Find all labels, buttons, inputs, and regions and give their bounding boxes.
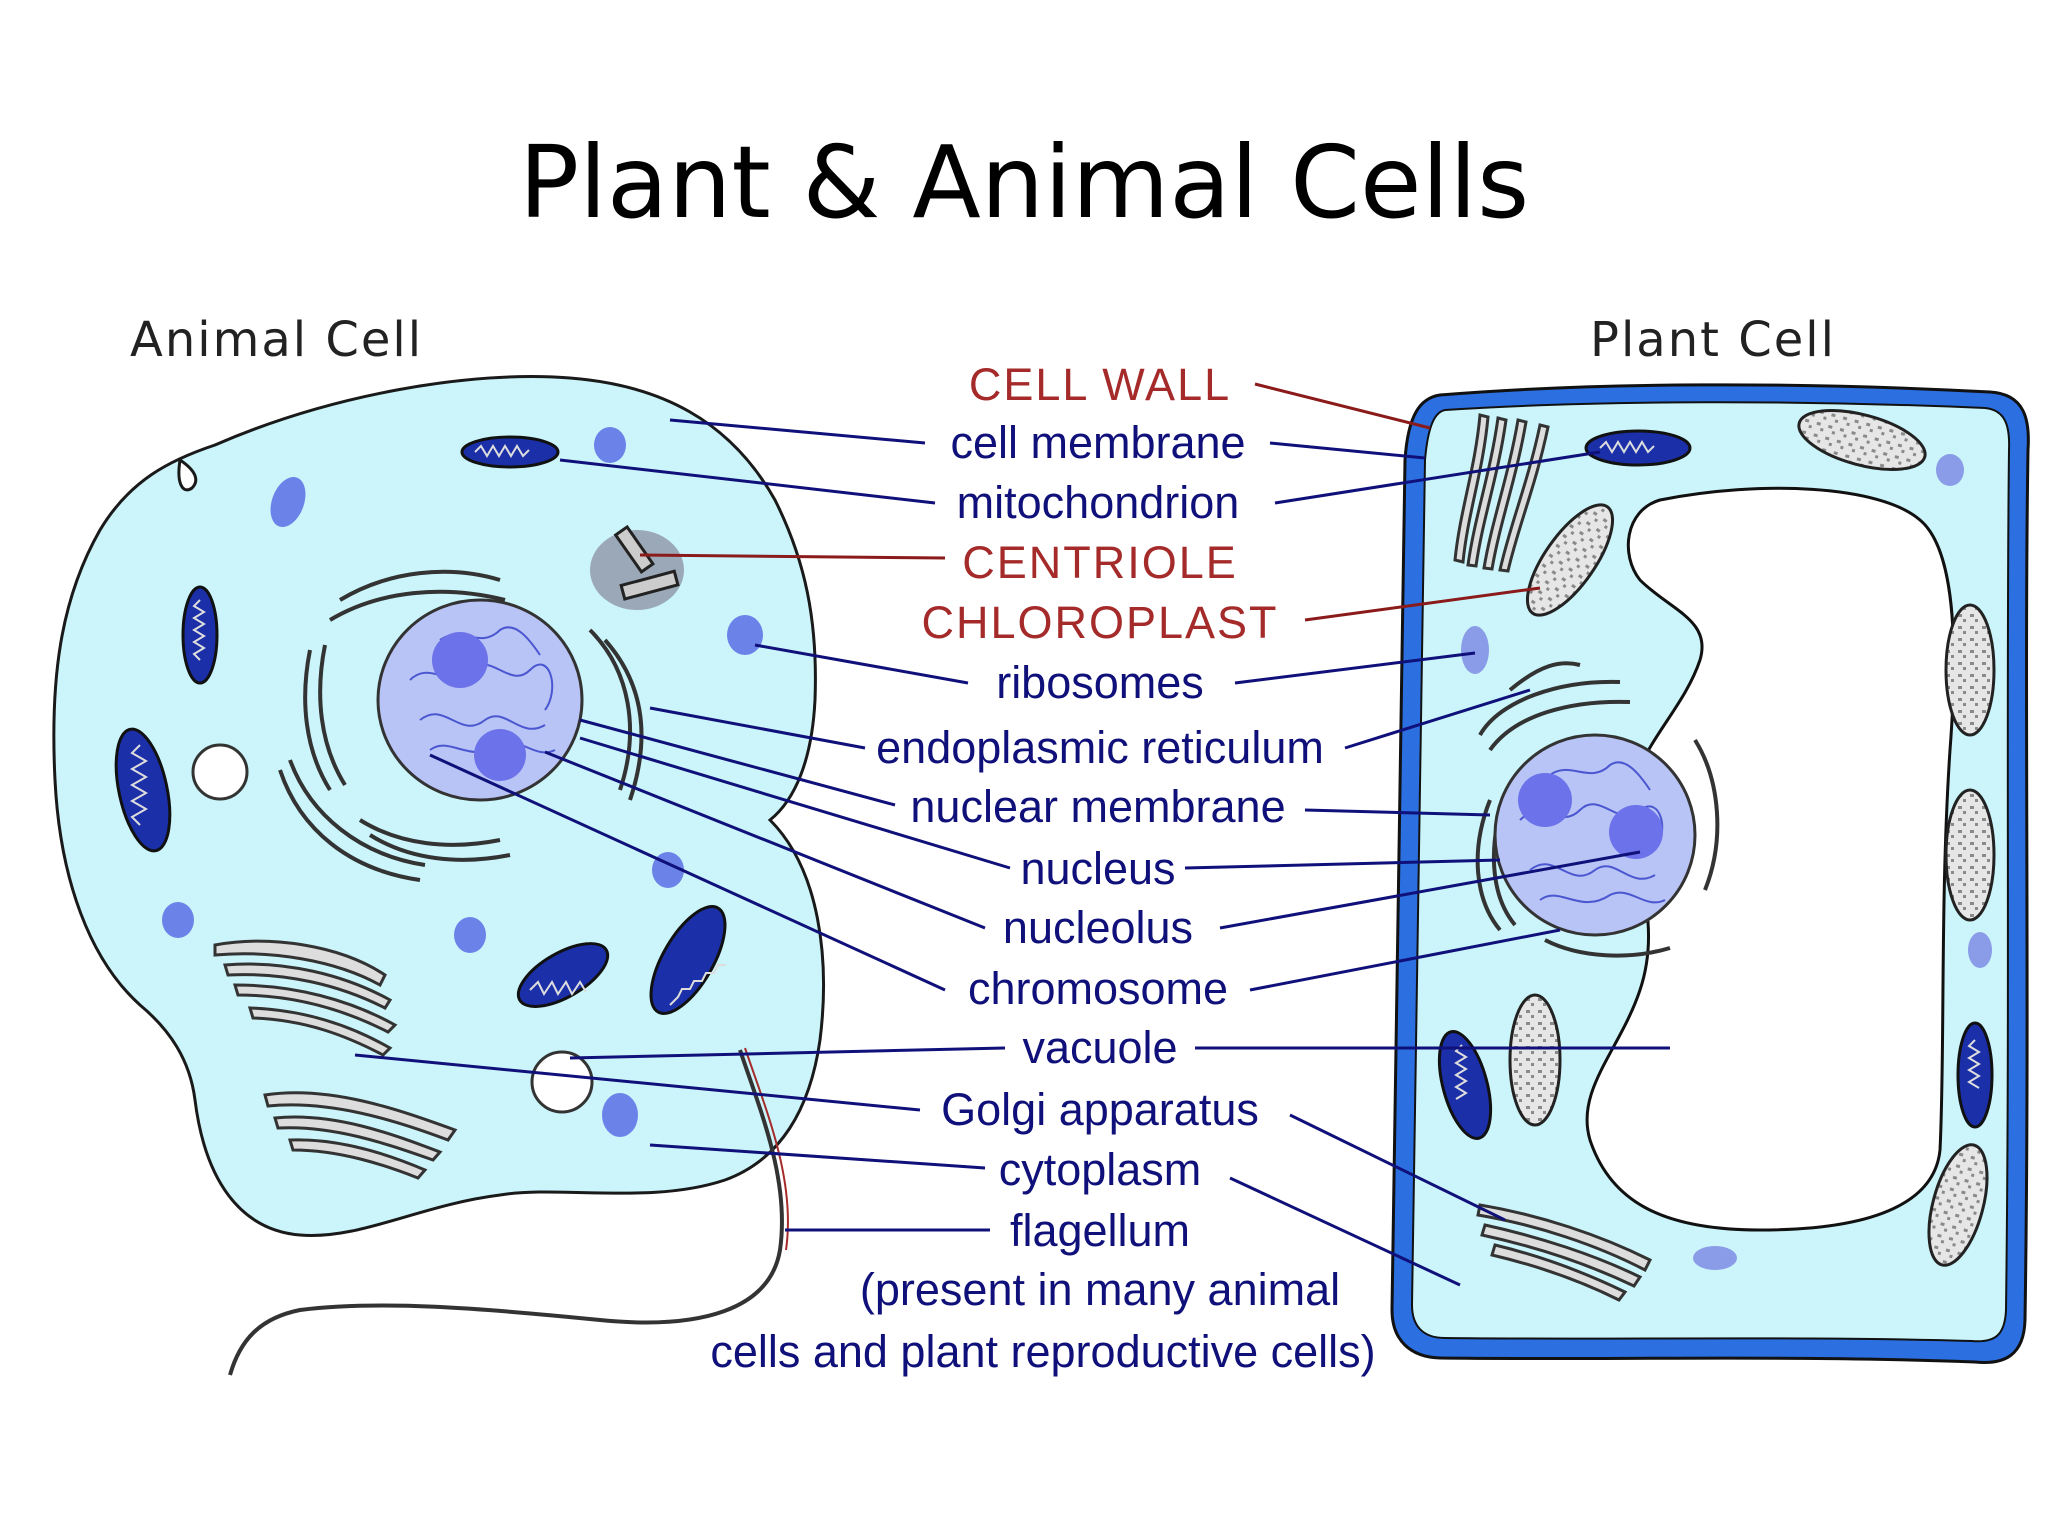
plant-mitochondria [1437, 429, 1994, 1140]
label-cell-membrane: cell membrane [950, 417, 1245, 468]
plant-cell [1390, 383, 2030, 1364]
label-endoplasmic-reticulum: endoplasmic reticulum [876, 722, 1324, 773]
plant-chloroplasts [1508, 409, 1996, 1267]
label-chloroplast: CHLOROPLAST [921, 597, 1278, 648]
plant-ribosomes [1461, 454, 1992, 1270]
animal-golgi-lower [263, 1091, 458, 1180]
plant-nucleus [1493, 733, 1697, 937]
label-nucleolus: nucleolus [1003, 902, 1193, 953]
label-flagellum-note-2: cells and plant reproductive cells) [710, 1326, 1375, 1377]
label-ribosomes: ribosomes [996, 657, 1204, 708]
label-mitochondrion: mitochondrion [957, 477, 1240, 528]
plant-cell-caption: Plant Cell [1590, 312, 1836, 368]
plant-nucleolus-1 [1518, 773, 1572, 827]
label-nuclear-membrane: nuclear membrane [910, 781, 1285, 832]
label-vacuole: vacuole [1022, 1022, 1177, 1073]
animal-endoplasmic-reticulum [278, 569, 644, 882]
label-flagellum-note-1: (present in many animal [860, 1264, 1340, 1315]
animal-vacuole [530, 1050, 594, 1114]
leader-lines [354, 382, 1670, 1287]
plant-endoplasmic-reticulum [1475, 661, 1720, 958]
animal-cell [52, 375, 825, 1376]
animal-ribosomes [162, 427, 763, 1137]
label-chromosome: chromosome [968, 963, 1228, 1014]
label-golgi-apparatus: Golgi apparatus [941, 1084, 1259, 1135]
animal-centriole [590, 524, 684, 610]
animal-cell-caption: Animal Cell [130, 312, 423, 368]
animal-golgi-upper [213, 939, 398, 1057]
label-flagellum: flagellum [1010, 1205, 1190, 1256]
plant-nucleolus-2 [1609, 805, 1663, 859]
label-centriole: CENTRIOLE [962, 537, 1238, 588]
plant-vacuole [1585, 486, 1956, 1232]
animal-nucleolus-2 [474, 729, 526, 781]
slide-title: Plant & Animal Cells [518, 124, 1530, 241]
animal-vacuole-left [191, 743, 249, 801]
label-cell-wall: CELL WALL [969, 359, 1231, 410]
animal-nucleolus-1 [432, 632, 488, 688]
label-nucleus: nucleus [1020, 843, 1175, 894]
animal-flagellum [228, 1049, 784, 1376]
label-cytoplasm: cytoplasm [999, 1144, 1202, 1195]
diagram-labels: CELL WALL cell membrane mitochondrion CE… [710, 359, 1375, 1377]
